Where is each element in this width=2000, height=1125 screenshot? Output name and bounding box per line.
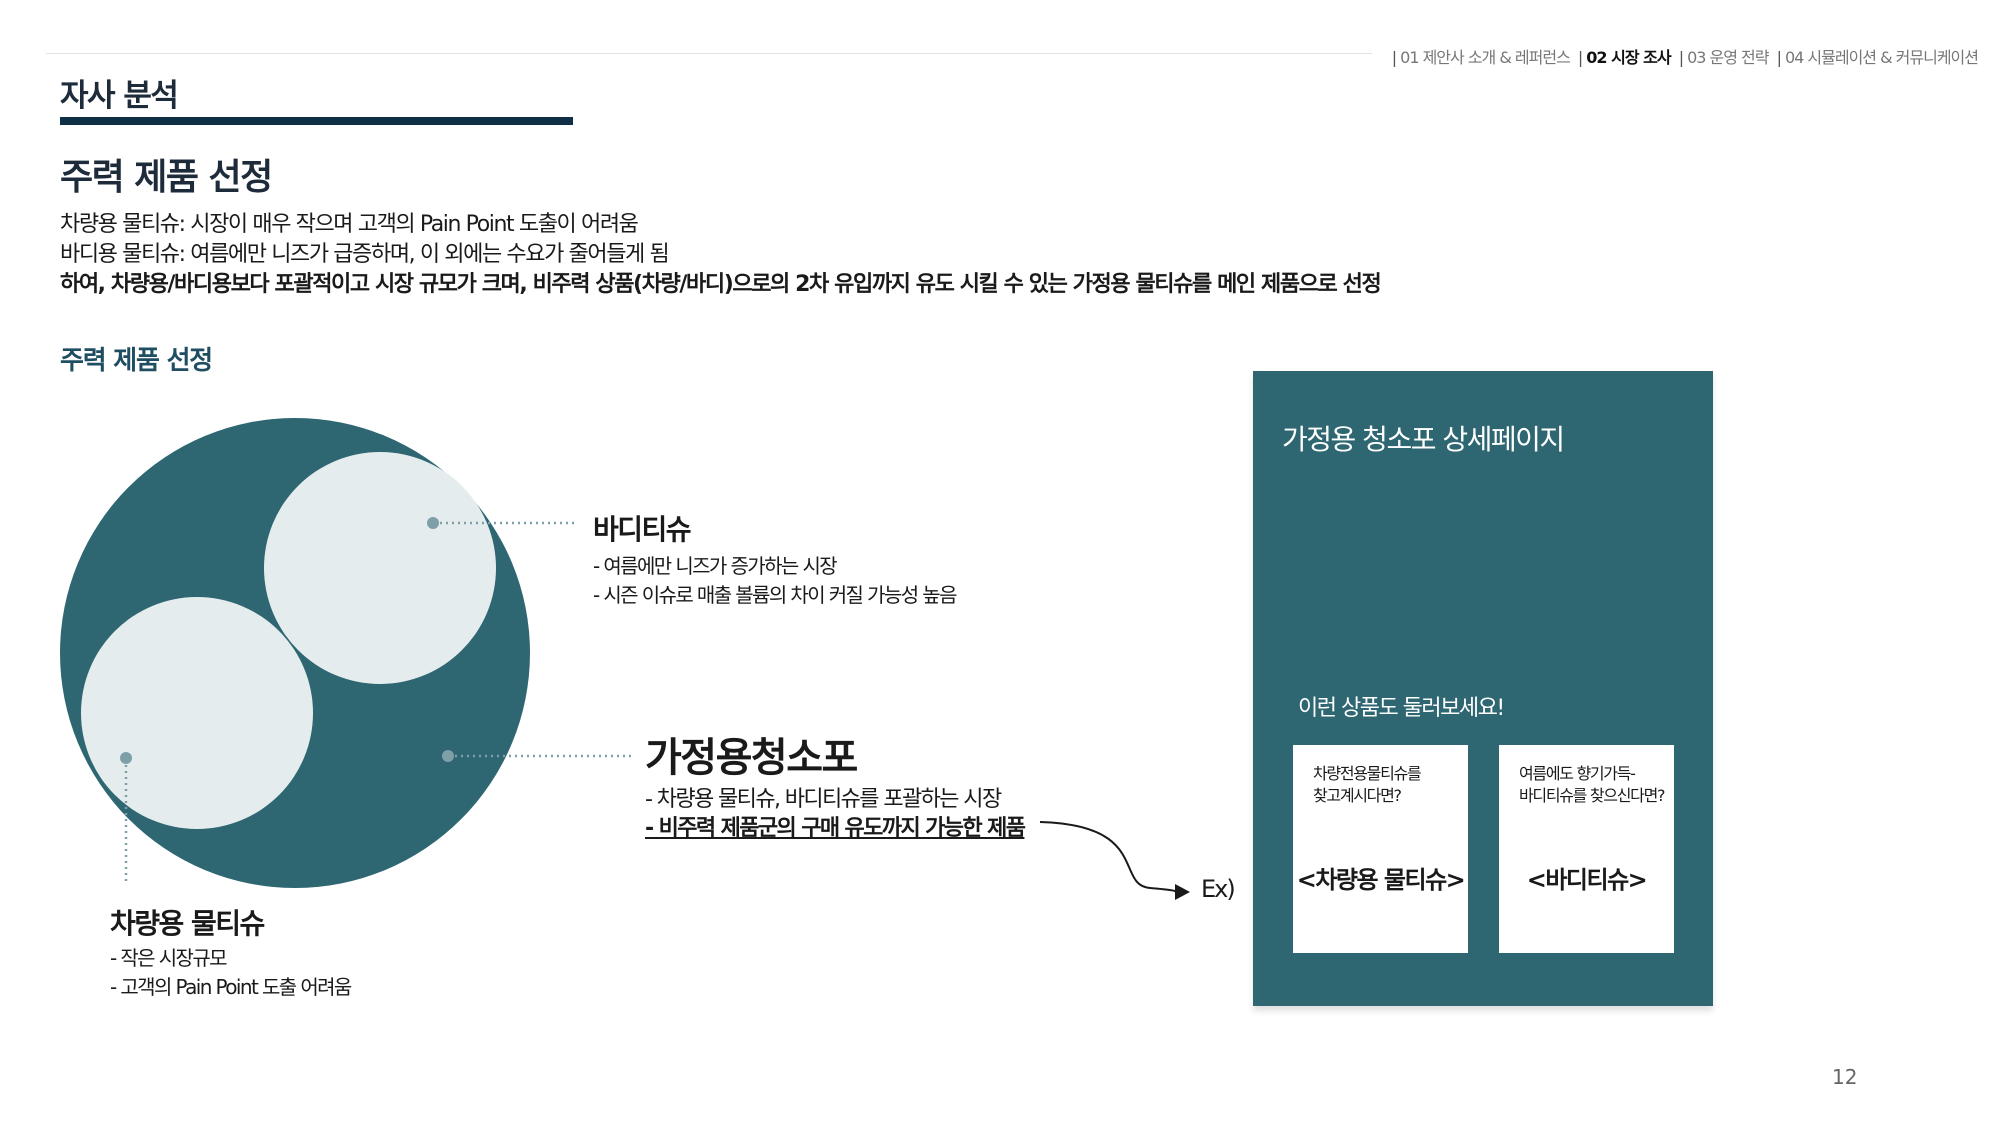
example-arrow-head [1175, 884, 1190, 900]
section-title: 자사 분석 [60, 78, 179, 114]
page-heading: 주력 제품 선정 [60, 157, 273, 198]
body-tissue-desc-1: - 여름에만 니즈가 증가하는 시장 [593, 554, 838, 578]
section-nav: |01 제안사 소개 & 레퍼런스 |02 시장 조사 |03 운영 전략 |0… [1388, 44, 1979, 68]
recommend-card-car[interactable]: 차량전용물티슈를 찾고계시다면? <차량용 물티슈> [1293, 745, 1468, 953]
home-wipe-desc-2: - 비주력 제품군의 구매 유도까지 가능한 제품 [645, 816, 1026, 841]
detail-page-title: 가정용 청소포 상세페이지 [1282, 423, 1565, 456]
home-wipe-desc-1: - 차량용 물티슈, 바디티슈를 포괄하는 시장 [645, 787, 1002, 812]
body-tissue-desc-2: - 시즌 이슈로 매출 볼륨의 차이 커질 가능성 높음 [593, 583, 957, 607]
body-tissue-label: 바디티슈 - 여름에만 니즈가 증가하는 시장 - 시즌 이슈로 매출 볼륨의 … [593, 508, 957, 610]
example-arrow-curve [1039, 821, 1179, 893]
body-tissue-title: 바디티슈 [593, 513, 692, 546]
intro-line-body: 바디용 물티슈: 여름에만 니즈가 급증하며, 이 외에는 수요가 줄어들게 됨 [60, 242, 670, 267]
car-tissue-label: 차량용 물티슈 - 작은 시장규모 - 고객의 Pain Point 도출 어려… [110, 902, 352, 1002]
sub-heading: 주력 제품 선정 [60, 346, 213, 376]
nav-separator: | [1391, 48, 1397, 67]
home-pointer-dot [442, 750, 454, 762]
car-market-circle [81, 597, 313, 829]
intro-line-conclusion: 하여, 차량용/바디용보다 포괄적이고 시장 규모가 크며, 비주력 상품(차량… [60, 272, 1382, 297]
nav-separator: | [1577, 48, 1583, 67]
nav-item-simulation[interactable]: 04 시뮬레이션 & 커뮤니케이션 [1784, 48, 1979, 67]
example-label: Ex) [1201, 875, 1236, 903]
car-tissue-title: 차량용 물티슈 [110, 907, 265, 940]
recommend-card-text: 여름에도 향기가득- 바디티슈를 찾으신다면? [1519, 764, 1665, 805]
intro-text: 차량용 물티슈: 시장이 매우 작으며 고객의 Pain Point 도출이 어… [60, 210, 1382, 300]
intro-line-car: 차량용 물티슈: 시장이 매우 작으며 고객의 Pain Point 도출이 어… [60, 212, 639, 237]
car-pointer-dot [120, 752, 132, 764]
recommend-heading: 이런 상품도 둘러보세요! [1298, 696, 1505, 721]
nav-separator: | [1776, 48, 1782, 67]
nav-separator: | [1678, 48, 1684, 67]
nav-item-strategy[interactable]: 03 운영 전략 [1687, 48, 1769, 67]
home-wipe-title: 가정용청소포 [645, 735, 858, 781]
page-number: 12 [1832, 1065, 1858, 1089]
recommend-card-name: <바디티슈> [1526, 866, 1648, 894]
nav-item-market[interactable]: 02 시장 조사 [1586, 48, 1671, 67]
recommend-card-text: 차량전용물티슈를 찾고계시다면? [1313, 764, 1422, 805]
car-tissue-desc-2: - 고객의 Pain Point 도출 어려움 [110, 975, 352, 999]
recommend-card-body[interactable]: 여름에도 향기가득- 바디티슈를 찾으신다면? <바디티슈> [1499, 745, 1674, 953]
body-pointer-dot [427, 517, 439, 529]
section-title-underline [60, 117, 573, 125]
body-market-circle [264, 452, 496, 684]
header-divider [46, 53, 1372, 54]
recommend-card-name: <차량용 물티슈> [1296, 866, 1466, 894]
nav-item-company[interactable]: 01 제안사 소개 & 레퍼런스 [1400, 48, 1571, 67]
car-tissue-desc-1: - 작은 시장규모 [110, 946, 228, 970]
home-wipe-label: 가정용청소포 - 차량용 물티슈, 바디티슈를 포괄하는 시장 - 비주력 제품… [645, 725, 1026, 843]
